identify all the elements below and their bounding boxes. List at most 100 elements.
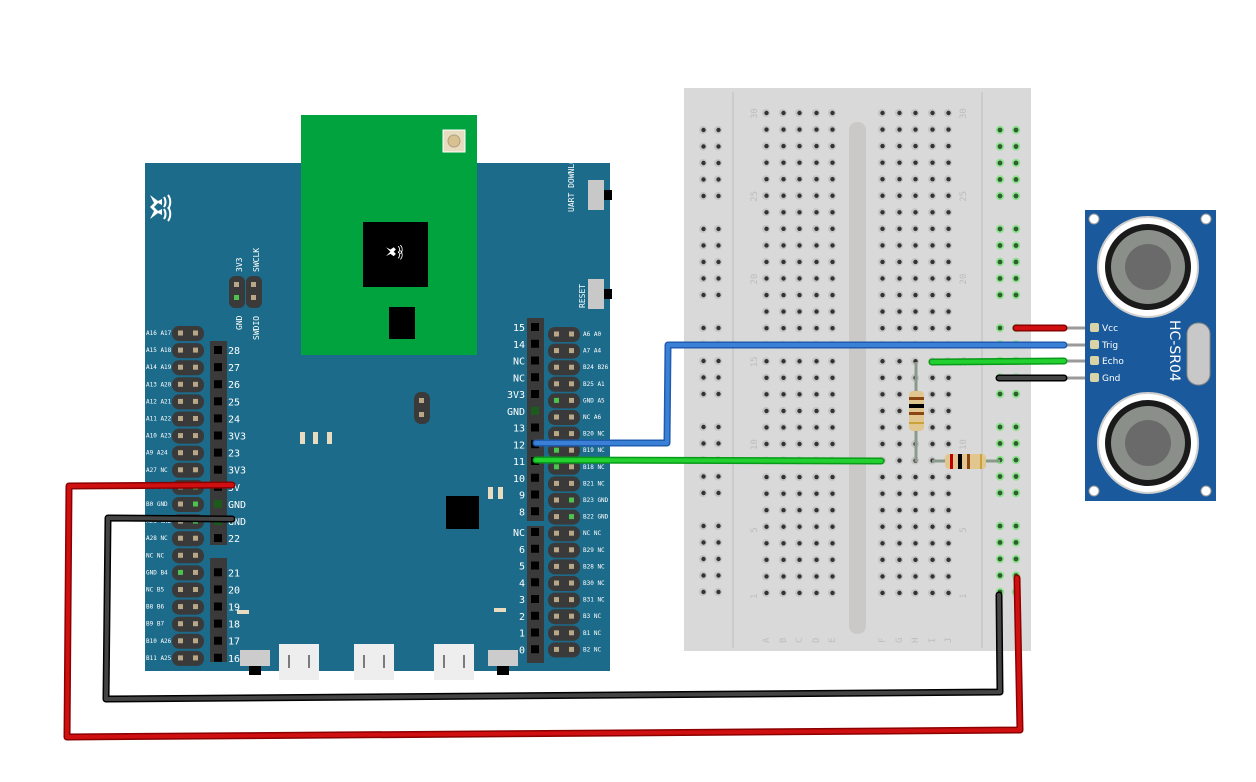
header-pin[interactable] <box>569 397 574 403</box>
header-pin[interactable] <box>193 381 198 387</box>
header-pin[interactable] <box>193 416 198 421</box>
female-pin[interactable] <box>531 390 539 398</box>
header-pin[interactable] <box>554 580 559 586</box>
header-pin[interactable] <box>193 501 198 507</box>
header-pin[interactable] <box>569 381 574 387</box>
header-pin[interactable] <box>178 587 183 592</box>
header-pin[interactable] <box>569 447 574 453</box>
usb-port-1[interactable] <box>279 644 319 680</box>
female-pin[interactable] <box>214 585 222 594</box>
switch-right[interactable] <box>488 650 518 666</box>
female-pin[interactable] <box>214 568 222 577</box>
header-pin[interactable] <box>569 563 574 569</box>
female-pin[interactable] <box>214 602 222 611</box>
female-pin[interactable] <box>531 544 539 553</box>
header-pin[interactable] <box>178 381 183 387</box>
female-pin[interactable] <box>214 534 222 543</box>
female-pin[interactable] <box>214 499 222 508</box>
female-pin[interactable] <box>214 465 222 474</box>
resistor-horizontal[interactable] <box>932 454 1000 469</box>
header-pin[interactable] <box>193 450 198 456</box>
header-pin[interactable] <box>554 447 559 453</box>
header-pin[interactable] <box>554 547 559 553</box>
female-pin[interactable] <box>531 356 539 365</box>
female-pin[interactable] <box>531 423 539 432</box>
header-pin[interactable] <box>193 621 198 627</box>
header-pin[interactable] <box>569 348 574 354</box>
header-pin[interactable] <box>569 364 574 370</box>
header-pin[interactable] <box>178 433 183 439</box>
header-pin[interactable] <box>178 416 183 421</box>
female-pin[interactable] <box>214 448 222 457</box>
header-pin[interactable] <box>569 480 574 486</box>
header-pin[interactable] <box>554 331 559 337</box>
header-pin[interactable] <box>178 552 183 558</box>
header-pin[interactable] <box>569 514 574 520</box>
header-pin[interactable] <box>193 330 198 336</box>
header-pin[interactable] <box>569 497 574 503</box>
female-pin[interactable] <box>214 619 222 628</box>
header-pin[interactable] <box>193 638 198 644</box>
header-pin[interactable] <box>569 580 574 586</box>
female-pin[interactable] <box>531 528 539 536</box>
header-pin[interactable] <box>193 552 198 558</box>
header-pin[interactable] <box>178 467 183 473</box>
header-pin[interactable] <box>193 347 198 353</box>
header-pin[interactable] <box>178 621 183 627</box>
header-pin[interactable] <box>554 563 559 569</box>
header-pin[interactable] <box>193 433 198 439</box>
female-pin[interactable] <box>214 380 222 389</box>
header-pin[interactable] <box>178 501 183 507</box>
female-pin[interactable] <box>214 397 222 406</box>
header-pin[interactable] <box>178 398 183 404</box>
female-pin[interactable] <box>531 473 539 482</box>
header-pin[interactable] <box>554 397 559 403</box>
header-pin[interactable] <box>178 604 183 610</box>
header-pin[interactable] <box>554 364 559 370</box>
reset-button[interactable]: RESET <box>578 279 612 309</box>
header-pin[interactable] <box>178 638 183 644</box>
female-pin[interactable] <box>531 490 539 499</box>
female-pin[interactable] <box>531 595 539 603</box>
header-pin[interactable] <box>193 587 198 592</box>
header-pin[interactable] <box>193 364 198 370</box>
header-pin[interactable] <box>554 597 559 603</box>
header-pin[interactable] <box>554 348 559 354</box>
header-pin[interactable] <box>554 431 559 437</box>
female-pin[interactable] <box>214 363 222 372</box>
header-pin[interactable] <box>178 364 183 370</box>
header-pin[interactable] <box>554 514 559 520</box>
female-pin[interactable] <box>531 406 539 415</box>
female-pin[interactable] <box>214 346 222 354</box>
header-pin[interactable] <box>569 431 574 437</box>
switch-left[interactable] <box>240 650 270 666</box>
female-pin[interactable] <box>531 628 539 637</box>
header-pin[interactable] <box>193 535 198 541</box>
resistor-vertical[interactable] <box>909 362 924 462</box>
female-pin[interactable] <box>214 636 222 645</box>
header-pin[interactable] <box>554 480 559 486</box>
usb-port-3[interactable] <box>434 644 474 680</box>
header-pin[interactable] <box>178 450 183 456</box>
header-pin[interactable] <box>554 530 559 536</box>
header-pin[interactable] <box>554 381 559 387</box>
header-pin[interactable] <box>569 547 574 553</box>
header-pin[interactable] <box>569 630 574 636</box>
female-pin[interactable] <box>531 507 539 516</box>
female-pin[interactable] <box>531 578 539 587</box>
header-pin[interactable] <box>193 569 198 575</box>
female-pin[interactable] <box>214 653 222 662</box>
header-pin[interactable] <box>193 467 198 473</box>
header-pin[interactable] <box>554 414 559 420</box>
female-pin[interactable] <box>531 611 539 620</box>
header-pin[interactable] <box>569 331 574 337</box>
female-pin[interactable] <box>214 431 222 440</box>
header-pin[interactable] <box>554 613 559 619</box>
header-pin[interactable] <box>569 646 574 652</box>
header-pin[interactable] <box>178 655 183 661</box>
female-pin[interactable] <box>531 339 539 348</box>
female-pin[interactable] <box>531 323 539 331</box>
header-pin[interactable] <box>569 597 574 603</box>
header-pin[interactable] <box>569 464 574 470</box>
header-pin[interactable] <box>554 630 559 636</box>
